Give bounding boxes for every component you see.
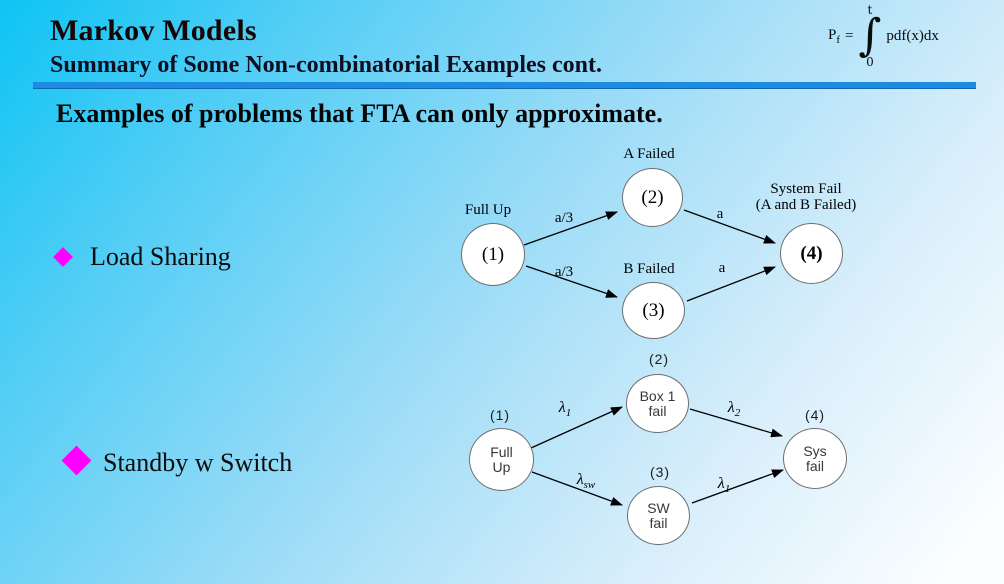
d1-state-2-id: (2) <box>641 186 664 208</box>
formula-integrand: pdf(x)dx <box>886 27 939 44</box>
d2-edge-2-4-label: λ2 <box>727 399 741 420</box>
bullet-label: Standby w Switch <box>103 448 293 477</box>
formula-equals: = <box>845 27 854 44</box>
d2-state-4-tag: (4) <box>804 407 826 423</box>
d2-state-2-tag: (2) <box>648 351 670 367</box>
header-underline-bar <box>33 82 976 89</box>
bullet-label: Load Sharing <box>90 242 231 271</box>
d2-state-1-tag: (1) <box>489 407 511 423</box>
d1-state-1-circle: (1) <box>461 223 525 286</box>
d1-state-4-label: System Fail (A and B Failed) <box>755 181 857 213</box>
slide-title: Markov Models <box>50 14 257 47</box>
d2-state-4-circle: Sys fail <box>783 428 847 489</box>
d1-state-4-id: (4) <box>800 242 823 264</box>
d1-edge-2-4-label: a <box>716 206 724 222</box>
integral-lower-limit: 0 <box>866 55 874 69</box>
d1-state-1-label: Full Up <box>464 202 512 218</box>
diamond-bullet-icon <box>53 247 73 267</box>
d1-state-2-circle: (2) <box>622 168 683 227</box>
integral-upper-limit: t <box>867 3 873 17</box>
formula-lhs: Pf <box>828 26 841 46</box>
d2-state-3-circle: SW fail <box>627 486 690 545</box>
d1-state-3-id: (3) <box>642 299 665 321</box>
d2-state-1-circle: Full Up <box>469 428 534 491</box>
failure-probability-formula: Pf = t ∫ 0 pdf(x)dx <box>828 4 939 68</box>
d1-state-1-id: (1) <box>481 243 505 265</box>
d1-state-3-circle: (3) <box>622 282 685 339</box>
integral-symbol: t ∫ 0 <box>858 4 881 68</box>
d1-edge-1-2-label: a/3 <box>554 210 574 226</box>
d1-edge-1-3-label: a/3 <box>554 264 574 280</box>
d2-edge-1-3-label: λsw <box>576 471 596 492</box>
slide-subtitle: Summary of Some Non-combinatorial Exampl… <box>50 52 602 78</box>
d1-edge-3-4-label: a <box>718 260 726 276</box>
diamond-bullet-icon <box>61 445 92 476</box>
integral-sign-icon: ∫ <box>858 10 882 61</box>
d2-state-3-tag: (3) <box>649 464 671 480</box>
d2-edge-3-4-label: λ1 <box>717 475 731 496</box>
d1-state-2-label: A Failed <box>623 146 675 162</box>
d2-state-2-circle: Box 1 fail <box>626 374 689 433</box>
d1-state-3-label: B Failed <box>623 261 675 277</box>
d2-edge-1-2-label: λ1 <box>558 399 572 420</box>
d1-state-4-circle: (4) <box>780 223 843 284</box>
lead-text: Examples of problems that FTA can only a… <box>56 99 663 128</box>
